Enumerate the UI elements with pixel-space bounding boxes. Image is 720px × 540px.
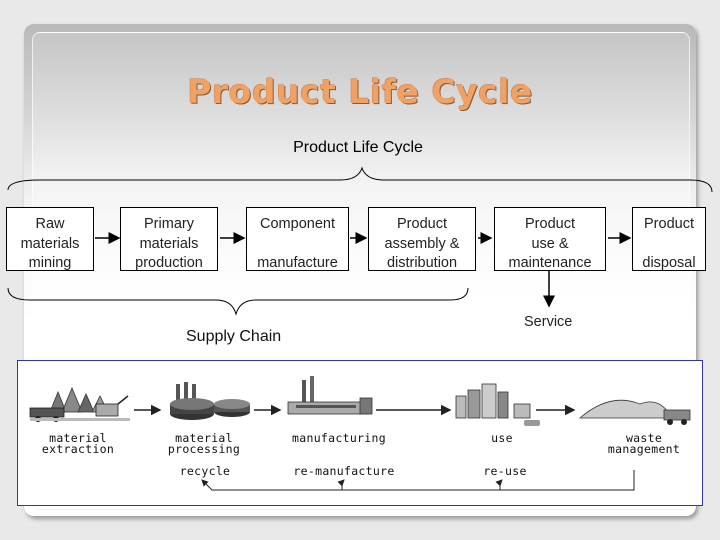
- stage-product-disposal: Product ​ disposal: [632, 207, 706, 271]
- service-label: Service: [524, 314, 573, 330]
- diagram-subtitle: Product Life Cycle: [293, 139, 423, 156]
- life-cycle-illustration: [17, 360, 703, 506]
- label-re-manufacture: re-manufacture: [293, 464, 395, 478]
- supply-chain-label: Supply Chain: [186, 328, 282, 345]
- label-material-extraction: material extraction: [41, 431, 115, 456]
- label-re-use: re-use: [483, 464, 527, 478]
- stage-primary-materials-production: Primary materials production: [120, 207, 218, 271]
- slide-title: Product Life Cycle: [187, 72, 533, 111]
- stage-component-manufacture: Component ​ manufacture: [246, 207, 349, 271]
- label-waste-management: waste management: [607, 431, 681, 456]
- recycle-loops: [201, 470, 635, 491]
- label-material-processing: material processing: [167, 431, 241, 456]
- factory-icon: [287, 376, 373, 415]
- stage-product-use-maintenance: Product use & maintenance: [494, 207, 606, 271]
- mining-trees-truck-icon: [29, 386, 130, 422]
- landfill-icon: [578, 399, 691, 425]
- label-manufacturing: manufacturing: [292, 431, 386, 445]
- label-recycle: recycle: [179, 464, 231, 478]
- city-buildings-icon: [455, 383, 540, 426]
- label-use: use: [491, 431, 513, 445]
- processing-plant-icon: [170, 382, 250, 420]
- supply-chain-brace: [7, 287, 469, 316]
- stage-product-assembly-distribution: Product assembly & distribution: [368, 207, 476, 271]
- life-cycle-brace: [7, 166, 713, 193]
- stage-raw-materials-mining: Raw materials mining: [6, 207, 94, 271]
